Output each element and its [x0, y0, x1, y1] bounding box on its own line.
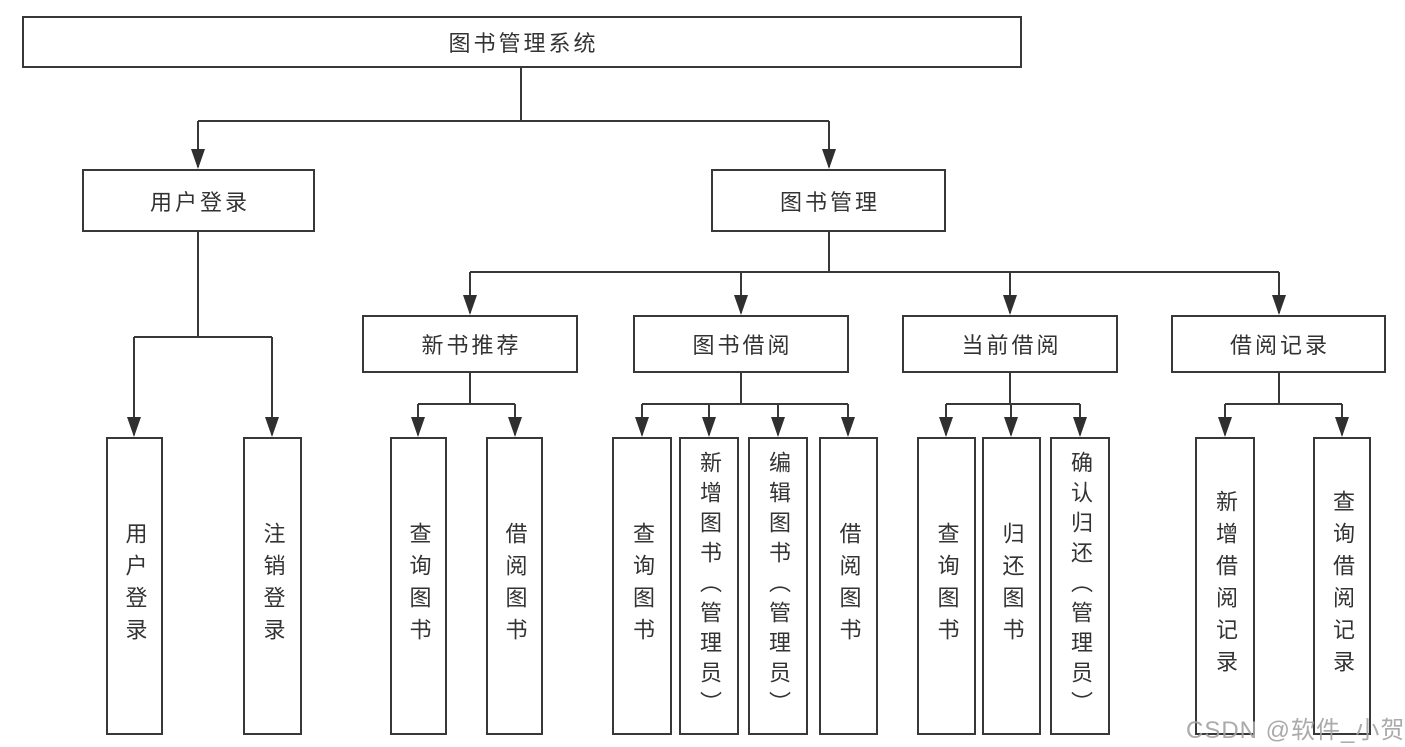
leaf-current-query-book: 查询图书: [917, 437, 976, 735]
node-root-label: 图书管理系统: [448, 31, 599, 56]
leaf-recommend-query-book-label: 查询图书: [406, 522, 432, 650]
leaf-borrow-edit-book-admin-label: 编辑图书（管理员）: [766, 451, 791, 721]
node-book-management: 图书管理: [711, 169, 946, 232]
leaf-recommend-borrow-book-label: 借阅图书: [502, 522, 528, 650]
leaf-borrow-borrow-book: 借阅图书: [819, 437, 878, 735]
leaf-borrow-edit-book-admin: 编辑图书（管理员）: [748, 437, 808, 735]
node-book-management-label: 图书管理: [779, 189, 880, 215]
leaf-borrow-query-book: 查询图书: [612, 437, 672, 735]
node-borrow-records-label: 借阅记录: [1229, 333, 1330, 358]
node-user-login-label: 用户登录: [149, 189, 250, 215]
leaf-current-confirm-return-admin-label: 确认归还（管理员）: [1068, 451, 1093, 721]
node-book-borrow-label: 图书借阅: [692, 333, 793, 358]
arrowhead-icons: [127, 149, 1349, 437]
leaf-borrow-borrow-book-label: 借阅图书: [836, 522, 862, 650]
node-root-library-system: 图书管理系统: [22, 16, 1022, 68]
leaf-recommend-borrow-book: 借阅图书: [486, 437, 543, 735]
node-borrow-records: 借阅记录: [1171, 315, 1386, 373]
node-current-borrow-label: 当前借阅: [961, 333, 1062, 358]
leaf-borrow-add-book-admin-label: 新增图书（管理员）: [697, 451, 722, 721]
leaf-current-return-book: 归还图书: [982, 437, 1041, 735]
leaf-current-return-book-label: 归还图书: [999, 522, 1025, 650]
leaf-records-add-record-label: 新增借阅记录: [1213, 490, 1238, 682]
leaf-user-login: 用户登录: [106, 437, 163, 735]
leaf-logout-label: 注销登录: [260, 522, 286, 650]
leaf-records-query-record: 查询借阅记录: [1313, 437, 1371, 735]
node-user-login: 用户登录: [82, 169, 315, 232]
leaf-current-query-book-label: 查询图书: [934, 522, 960, 650]
leaf-logout: 注销登录: [243, 437, 302, 735]
leaf-borrow-query-book-label: 查询图书: [630, 522, 655, 650]
leaf-current-confirm-return-admin: 确认归还（管理员）: [1050, 437, 1110, 735]
leaf-recommend-query-book: 查询图书: [390, 437, 447, 735]
node-new-book-recommend-label: 新书推荐: [421, 333, 522, 358]
node-current-borrow: 当前借阅: [902, 315, 1118, 373]
leaf-user-login-label: 用户登录: [122, 522, 148, 650]
leaf-records-add-record: 新增借阅记录: [1195, 437, 1255, 735]
leaf-borrow-add-book-admin: 新增图书（管理员）: [679, 437, 739, 735]
node-book-borrow: 图书借阅: [633, 315, 849, 373]
csdn-watermark: CSDN @软件_小贺同学: [1186, 717, 1405, 744]
node-new-book-recommend: 新书推荐: [362, 315, 578, 373]
leaf-records-query-record-label: 查询借阅记录: [1330, 490, 1355, 682]
